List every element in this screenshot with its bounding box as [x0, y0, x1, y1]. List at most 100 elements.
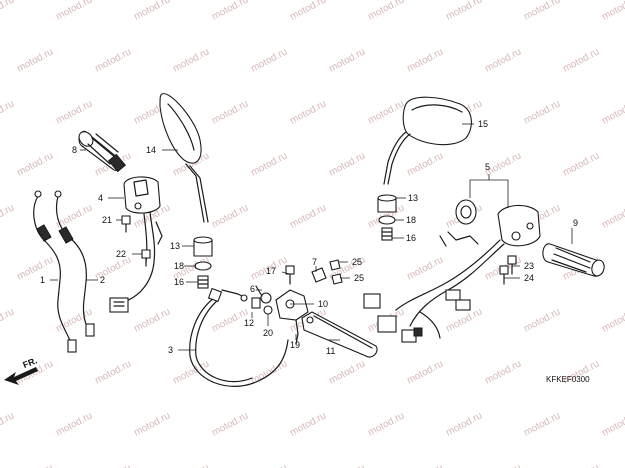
watermark-text: motod.ru	[444, 0, 484, 23]
callout-18-left: 18	[174, 261, 184, 271]
callout-4: 4	[98, 193, 103, 203]
watermark-text: motod.ru	[327, 150, 367, 178]
watermark-text: motod.ru	[600, 202, 625, 230]
watermark-text: motod.ru	[210, 98, 250, 126]
watermark-text: motod.ru	[405, 254, 445, 282]
watermark-text: motod.ru	[366, 410, 406, 438]
callout-13-right: 13	[408, 193, 418, 203]
watermark-text: motod.ru	[15, 46, 55, 74]
throttle-grip	[78, 130, 127, 173]
watermark-text: motod.ru	[93, 462, 133, 468]
watermark-text: motod.ru	[444, 306, 484, 334]
clutch-bracket	[251, 285, 309, 345]
callout-18-right: 18	[406, 215, 416, 225]
watermark-text: motod.ru	[54, 0, 94, 23]
watermark-text: motod.ru	[561, 462, 601, 468]
callout-12: 12	[244, 318, 254, 328]
watermark-text: motod.ru	[210, 202, 250, 230]
callout-25-lower: 25	[354, 273, 364, 283]
mirror-right	[383, 96, 472, 185]
watermark-text: motod.ru	[0, 98, 16, 126]
small-screws-center	[285, 259, 343, 285]
callout-17: 17	[266, 266, 276, 276]
watermark-text: motod.ru	[132, 410, 172, 438]
watermark-text: motod.ru	[522, 306, 562, 334]
diagram-code: KFKEF0300	[546, 375, 590, 384]
watermark-text: motod.ru	[288, 202, 328, 230]
handlebar-grip-left	[542, 243, 605, 277]
watermark-text: motod.ru	[327, 358, 367, 386]
watermark-text: motod.ru	[600, 98, 625, 126]
callout-13-left: 13	[170, 241, 180, 251]
switch-housing-left	[363, 199, 541, 343]
watermark-text: motod.ru	[405, 462, 445, 468]
watermark-text: motod.ru	[249, 46, 289, 74]
watermark-text: motod.ru	[0, 410, 16, 438]
watermark-text: motod.ru	[132, 306, 172, 334]
callout-14: 14	[146, 145, 156, 155]
watermark-text: motod.ru	[288, 0, 328, 23]
watermark-text: motod.ru	[132, 0, 172, 23]
callout-25-upper: 25	[352, 257, 362, 267]
leader-lines	[50, 123, 573, 351]
callout-1: 1	[40, 275, 45, 285]
watermark-text: motod.ru	[444, 410, 484, 438]
callout-2: 2	[100, 275, 105, 285]
watermark-text: motod.ru	[405, 150, 445, 178]
callout-9: 9	[573, 218, 578, 228]
screws-left	[121, 215, 151, 267]
watermark-text: motod.ru	[0, 0, 16, 23]
callout-16-right: 16	[406, 233, 416, 243]
watermark-text: motod.ru	[171, 358, 211, 386]
watermark-text: motod.ru	[0, 202, 16, 230]
adaptor-stack-right	[377, 194, 397, 241]
switch-housing-right	[109, 176, 163, 313]
watermark-text: motod.ru	[600, 410, 625, 438]
callout-24: 24	[524, 273, 534, 283]
watermark-text: motod.ru	[288, 410, 328, 438]
watermark-text: motod.ru	[171, 46, 211, 74]
adaptor-stack-left	[193, 236, 213, 289]
callout-20: 20	[263, 328, 273, 338]
clutch-lever	[301, 311, 378, 358]
watermark-text: motod.ru	[15, 462, 55, 468]
callout-8: 8	[72, 145, 77, 155]
watermark-text: motod.ru	[522, 410, 562, 438]
watermark-text: motod.ru	[15, 254, 55, 282]
watermark-text: motod.ru	[561, 150, 601, 178]
watermark-text: motod.ru	[561, 46, 601, 74]
watermark-text: motod.ru	[522, 0, 562, 23]
throttle-cables	[33, 190, 95, 353]
callout-15: 15	[478, 119, 488, 129]
watermark-text: motod.ru	[405, 358, 445, 386]
watermark-text: motod.ru	[366, 98, 406, 126]
watermark-text: motod.ru	[288, 98, 328, 126]
watermark-text: motod.ru	[600, 0, 625, 23]
watermark-text: motod.ru	[522, 98, 562, 126]
watermark-text: motod.ru	[366, 0, 406, 23]
callout-3: 3	[168, 345, 173, 355]
callout-16-left: 16	[174, 277, 184, 287]
watermark-text: motod.ru	[249, 462, 289, 468]
watermark-text: motod.ru	[15, 150, 55, 178]
watermark-text: motod.ru	[483, 462, 523, 468]
watermark-text: motod.ru	[210, 410, 250, 438]
watermark-text: motod.ru	[249, 150, 289, 178]
watermark-text: motod.ru	[54, 410, 94, 438]
callout-21: 21	[102, 215, 112, 225]
mirror-left	[159, 93, 209, 223]
watermark-text: motod.ru	[327, 462, 367, 468]
watermark-text: motod.ru	[93, 46, 133, 74]
watermark-text: motod.ru	[210, 0, 250, 23]
callout-5: 5	[485, 162, 490, 172]
watermark-text: motod.ru	[483, 358, 523, 386]
callout-7: 7	[312, 257, 317, 267]
screws-right	[499, 255, 517, 285]
watermark-text: motod.ru	[171, 462, 211, 468]
callout-6: 6	[250, 284, 255, 294]
watermark-text: motod.ru	[405, 46, 445, 74]
callout-23: 23	[524, 261, 534, 271]
callout-22: 22	[116, 249, 126, 259]
callout-11: 11	[326, 346, 335, 356]
